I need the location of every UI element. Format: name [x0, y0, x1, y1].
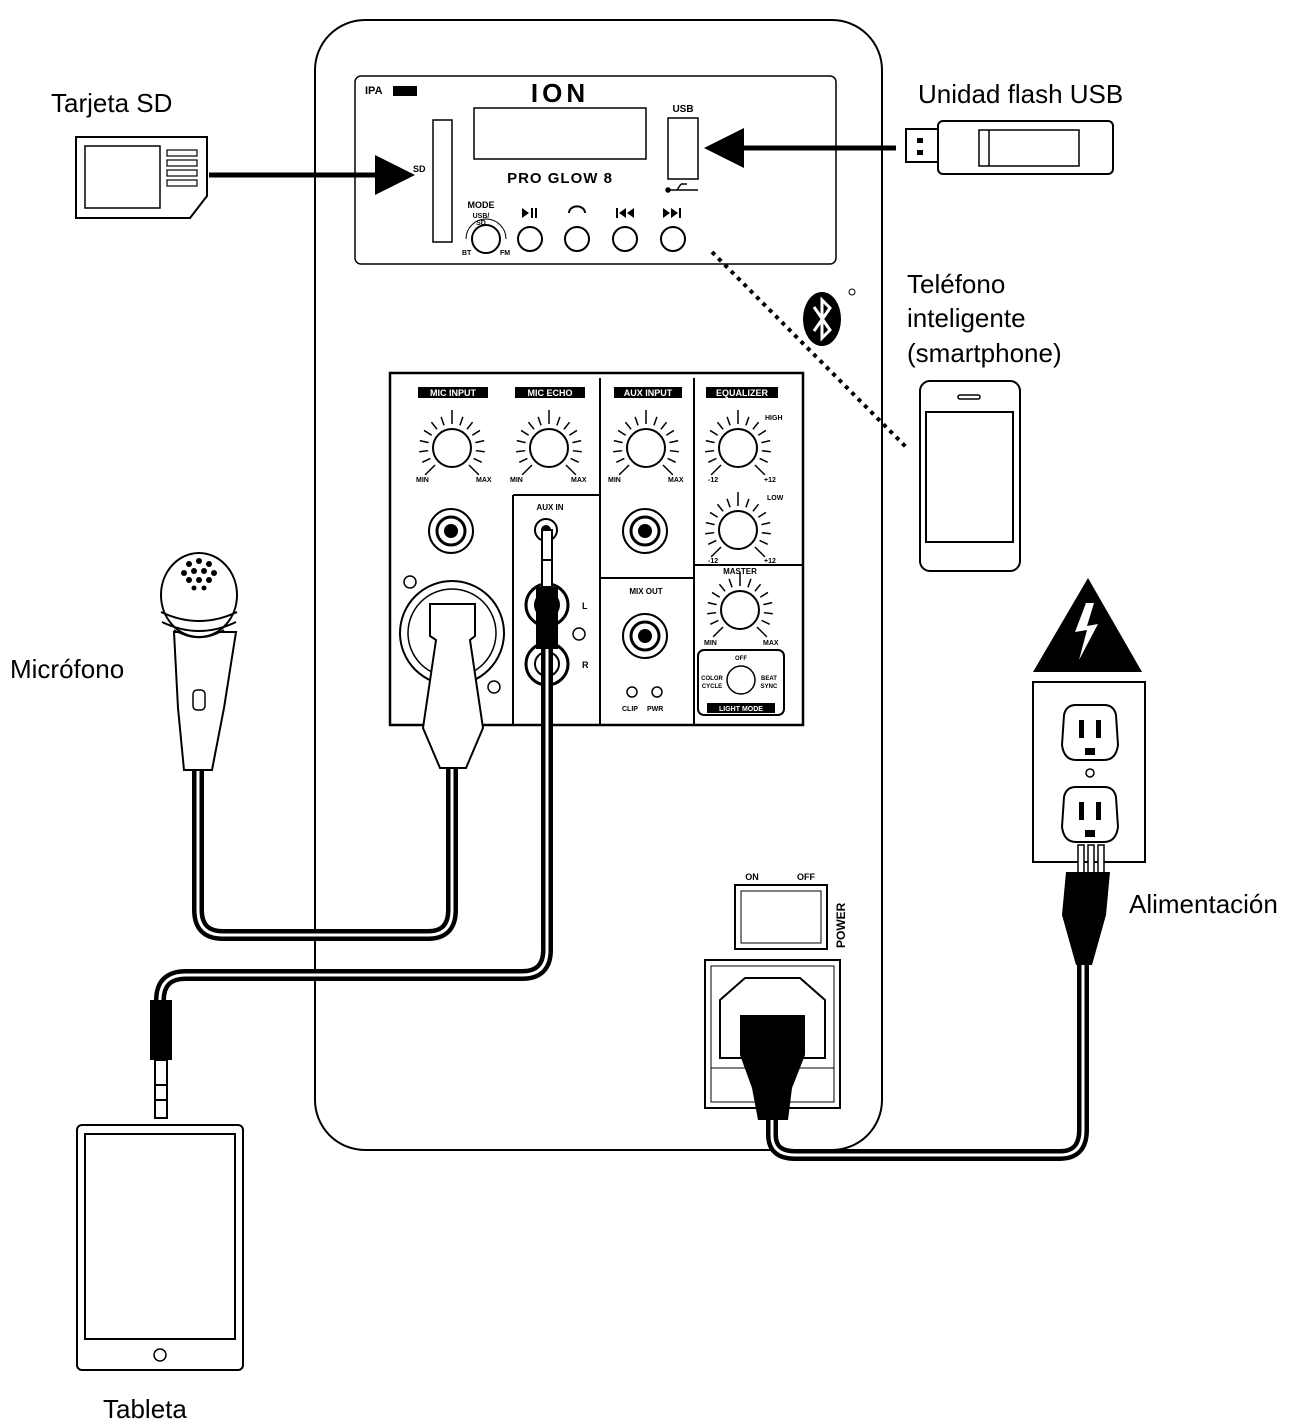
- master-min: MIN: [704, 640, 717, 647]
- aux-plug-tablet: [150, 1000, 172, 1119]
- mix-out-jack[interactable]: [622, 613, 668, 659]
- eq-low-minus: -12: [708, 558, 718, 565]
- bluetooth-icon: [803, 288, 856, 346]
- power-supply-label: Alimentación: [1129, 889, 1278, 919]
- mic-input-min: MIN: [416, 477, 429, 484]
- eq-low-knob[interactable]: [705, 492, 771, 558]
- smartphone-label-line1: Teléfono: [907, 269, 1005, 299]
- light-off-label: OFF: [735, 656, 747, 662]
- repeat-button[interactable]: [564, 205, 590, 252]
- play-pause-button[interactable]: [517, 208, 543, 252]
- aux-input-jack[interactable]: [622, 508, 668, 554]
- clip-led: [626, 686, 638, 698]
- display-screen: [473, 107, 647, 160]
- sd-card-label: Tarjeta SD: [51, 88, 172, 118]
- aux-input-max: MAX: [668, 477, 684, 484]
- wall-power-plug: [1062, 844, 1110, 965]
- power-plug-inlet: [740, 1015, 805, 1120]
- left-channel-label: L: [582, 601, 588, 611]
- mic-echo-label: MIC ECHO: [528, 388, 573, 398]
- usb-symbol-icon: [665, 183, 698, 193]
- smartphone-label-line2: inteligente: [907, 303, 1026, 333]
- sd-card: [75, 136, 208, 219]
- clip-label: CLIP: [622, 706, 638, 713]
- sd-slot-label: SD: [413, 164, 426, 174]
- sd-card-slot[interactable]: [432, 119, 453, 243]
- beat-sync-label-2: SYNC: [761, 684, 778, 690]
- microphone-cable-inner: [196, 760, 454, 937]
- top-control-panel: IPA ION PRO GLOW 8 SD USB MODE USB/ SD B…: [354, 75, 837, 265]
- wall-outlet: [1032, 681, 1146, 863]
- pwr-label: PWR: [647, 706, 663, 713]
- usb-drive-label: Unidad flash USB: [918, 79, 1123, 109]
- pwr-led: [651, 686, 663, 698]
- usb-port[interactable]: [667, 117, 699, 180]
- mic-input-knob[interactable]: [419, 410, 485, 476]
- bluetooth-link-dotted: [710, 250, 910, 451]
- ipa-label: IPA: [365, 85, 383, 97]
- knob-layer: [419, 410, 773, 638]
- aux-plug-mixer: [536, 529, 558, 649]
- eq-low-label: LOW: [767, 495, 784, 502]
- light-mode-label: LIGHT MODE: [719, 706, 763, 713]
- eq-low-plus: +12: [764, 558, 776, 565]
- mode-knob[interactable]: MODE USB/ SD BT FM: [462, 200, 510, 257]
- mode-label: MODE: [468, 200, 495, 210]
- eq-high-knob[interactable]: [705, 410, 771, 476]
- power-off-label: OFF: [797, 872, 815, 882]
- mode-usb-label: USB/: [473, 213, 490, 220]
- aux-in-label: AUX IN: [536, 503, 563, 512]
- xlr-plug: [421, 603, 485, 769]
- mic-echo-knob[interactable]: [516, 410, 582, 476]
- light-mode-knob[interactable]: OFF COLOR CYCLE BEAT SYNC LIGHT MODE: [697, 649, 785, 716]
- smartphone-label-line3: (smartphone): [907, 338, 1062, 368]
- mode-sd-label: SD: [476, 220, 486, 227]
- power-cable-inner: [770, 960, 1085, 1157]
- microphone: [160, 552, 238, 771]
- power-label: POWER: [834, 902, 848, 948]
- mode-fm-label: FM: [500, 250, 510, 257]
- model-name: PRO GLOW 8: [507, 170, 613, 187]
- eq-high-plus: +12: [764, 477, 776, 484]
- aux-input-label: AUX INPUT: [624, 388, 673, 398]
- eq-high-label: HIGH: [765, 415, 783, 422]
- power-on-label: ON: [745, 872, 759, 882]
- mic-echo-max: MAX: [571, 477, 587, 484]
- master-label: MASTER: [723, 567, 757, 576]
- mic-input-label: MIC INPUT: [430, 388, 477, 398]
- rca-center-screw: [572, 627, 586, 641]
- aux-cable-inner: [158, 640, 549, 1010]
- brand-logo: ION: [531, 78, 589, 108]
- color-cycle-label-1: COLOR: [701, 676, 723, 682]
- power-switch[interactable]: ON OFF POWER: [734, 872, 848, 950]
- master-max: MAX: [763, 640, 779, 647]
- usb-port-label: USB: [672, 104, 693, 115]
- smartphone: [919, 380, 1021, 572]
- microphone-label: Micrófono: [10, 654, 124, 684]
- high-voltage-warning-icon: [1033, 578, 1142, 672]
- right-channel-label: R: [582, 660, 589, 670]
- mode-bt-label: BT: [462, 250, 472, 257]
- beat-sync-label-1: BEAT: [761, 676, 777, 682]
- usb-flash-drive: [905, 120, 1114, 175]
- tablet-label: Tableta: [103, 1394, 187, 1424]
- tablet: [76, 1124, 244, 1371]
- mic-input-max: MAX: [476, 477, 492, 484]
- equalizer-label: EQUALIZER: [716, 388, 769, 398]
- aux-input-min: MIN: [608, 477, 621, 484]
- master-knob[interactable]: [707, 572, 773, 638]
- mic-echo-min: MIN: [510, 477, 523, 484]
- aux-input-knob[interactable]: [613, 410, 679, 476]
- eq-high-minus: -12: [708, 477, 718, 484]
- mix-out-label: MIX OUT: [629, 587, 662, 596]
- next-track-button[interactable]: [660, 208, 686, 252]
- color-cycle-label-2: CYCLE: [702, 684, 722, 690]
- ipa-badge: [393, 86, 417, 96]
- previous-track-button[interactable]: [612, 208, 638, 252]
- mic-input-jack[interactable]: [428, 508, 474, 554]
